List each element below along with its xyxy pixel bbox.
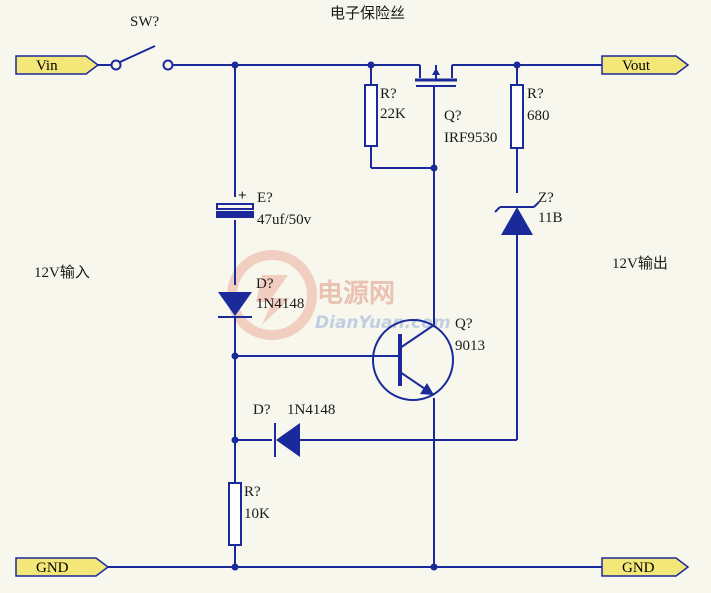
diode-2[interactable] [274,423,300,457]
r680-ref: R? [527,86,544,102]
switch-sw[interactable] [110,45,174,71]
port-vout[interactable]: Vout [601,55,690,75]
diode1-value: 1N4148 [256,296,304,312]
note-input: 12V输入 [34,264,90,281]
watermark-cn: 电源网 [317,279,395,309]
port-gnd-right[interactable]: GND [601,557,690,577]
mosfet-value: IRF9530 [444,130,497,146]
zener-z[interactable] [494,201,540,235]
switch-ref: SW? [130,14,160,30]
capacitor-e[interactable] [216,203,254,218]
diode-1[interactable] [218,292,252,318]
r22k-ref: R? [380,86,397,102]
port-gnd-right-label: GND [622,560,655,576]
transistor-9013[interactable] [372,319,454,401]
r10k-ref: R? [244,484,261,500]
r22k-value: 22K [380,106,406,122]
wires [98,64,602,568]
cap-value: 47uf/50v [257,212,312,228]
r680-value: 680 [527,108,550,124]
zener-ref: Z? [538,190,554,206]
resistor-10k[interactable] [228,482,242,546]
r10k-value: 10K [244,506,270,522]
junctions [231,61,521,571]
note-output: 12V输出 [612,255,668,272]
diode2-ref: D? [253,402,271,418]
port-gnd-left-label: GND [36,560,69,576]
mosfet-irf9530[interactable] [412,64,458,92]
transistor-ref: Q? [455,316,473,332]
port-gnd-left[interactable]: GND [15,557,110,577]
diagram-title: 电子保险丝 [330,5,405,22]
diode2-value: 1N4148 [287,402,335,418]
resistor-22k[interactable] [364,84,378,147]
resistor-680[interactable] [510,84,524,149]
zener-value: 11B [538,210,562,226]
cap-polarity: + [238,188,247,204]
port-vin-label: Vin [36,58,58,74]
watermark: 电源网 DianYuan.com [227,250,451,340]
transistor-value: 9013 [455,338,485,354]
watermark-en: DianYuan.com [315,313,451,333]
diode1-ref: D? [256,276,274,292]
port-vout-label: Vout [622,58,651,74]
mosfet-ref: Q? [444,108,462,124]
cap-ref: E? [257,190,273,206]
port-vin[interactable]: Vin [15,55,100,75]
